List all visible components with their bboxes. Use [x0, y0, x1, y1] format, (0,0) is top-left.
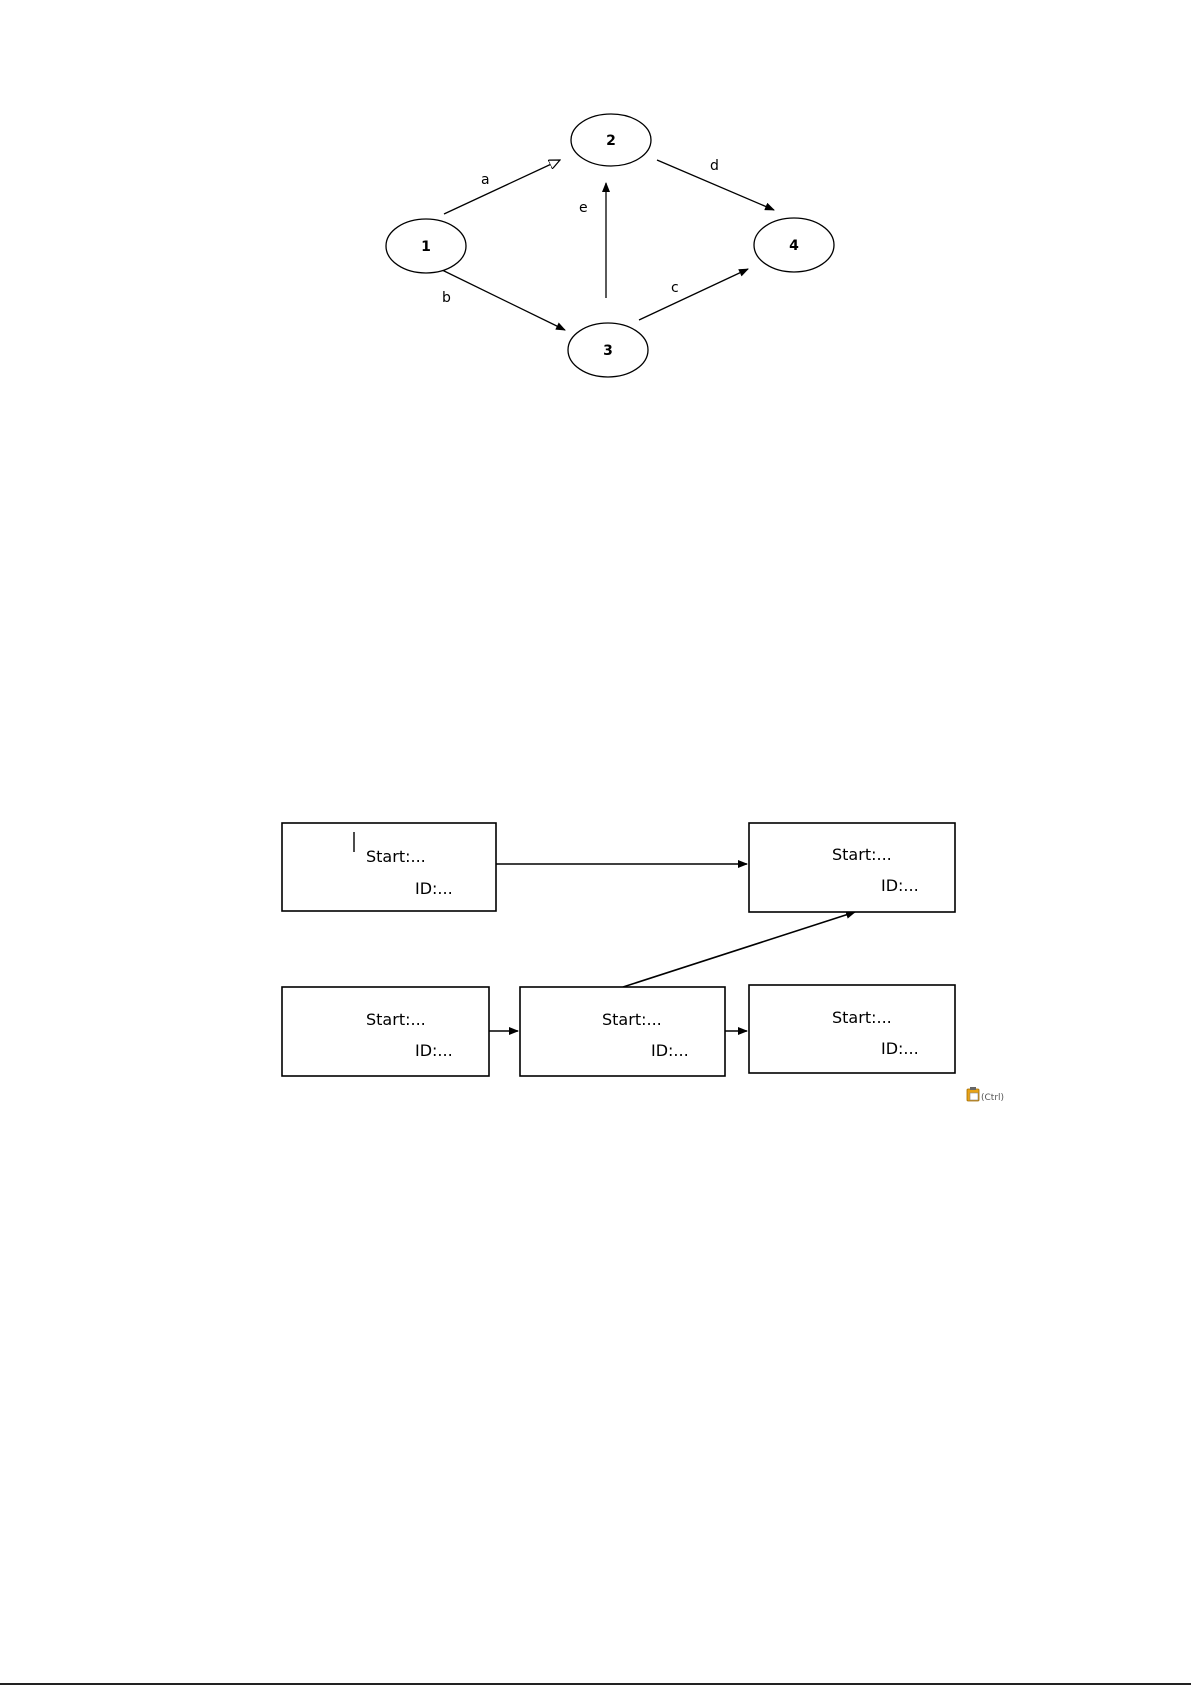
- flow-box-4: Start:... ID:...: [520, 987, 725, 1076]
- edge-1-2: [444, 160, 560, 214]
- edge-label-c: c: [671, 280, 679, 296]
- flow-box-5: Start:... ID:...: [749, 985, 955, 1073]
- edge-label-b: b: [442, 290, 451, 306]
- node-label-1: 1: [421, 239, 431, 255]
- node-2: 2: [571, 114, 651, 166]
- flow-box-2-id: ID:...: [881, 876, 919, 895]
- edge-label-a: a: [481, 172, 490, 188]
- flow-box-3-start: Start:...: [366, 1010, 426, 1029]
- flow-box-4-start: Start:...: [602, 1010, 662, 1029]
- edge-3-4: [639, 269, 748, 320]
- flow-box-3-id: ID:...: [415, 1041, 453, 1060]
- node-1: 1: [386, 219, 466, 273]
- flow-box-1-start: Start:...: [366, 847, 426, 866]
- flow-box-5-start: Start:...: [832, 1008, 892, 1027]
- node-label-4: 4: [789, 238, 799, 254]
- node-label-3: 3: [603, 343, 613, 359]
- node-3: 3: [568, 323, 648, 377]
- flow-box-4-id: ID:...: [651, 1041, 689, 1060]
- flow-box-1-id: ID:...: [415, 879, 453, 898]
- paste-options-text: (Ctrl): [981, 1093, 1004, 1103]
- flow-diagram: Start:... ID:... Start:... ID:... Start:…: [282, 823, 955, 1076]
- node-label-2: 2: [606, 133, 616, 149]
- flow-box-1: Start:... ID:...: [282, 823, 496, 911]
- flow-box-2: Start:... ID:...: [749, 823, 955, 912]
- network-diagram: a b c d e 1 2 3 4: [386, 114, 834, 377]
- node-4: 4: [754, 218, 834, 272]
- edge-label-e: e: [579, 200, 588, 216]
- flow-box-2-start: Start:...: [832, 845, 892, 864]
- edge-label-d: d: [710, 158, 719, 174]
- edge-1-3: [438, 268, 565, 330]
- flow-edge-4-2: [623, 912, 855, 987]
- flow-box-3: Start:... ID:...: [282, 987, 489, 1076]
- paste-options-icon[interactable]: (Ctrl): [967, 1087, 1004, 1103]
- flow-box-5-id: ID:...: [881, 1039, 919, 1058]
